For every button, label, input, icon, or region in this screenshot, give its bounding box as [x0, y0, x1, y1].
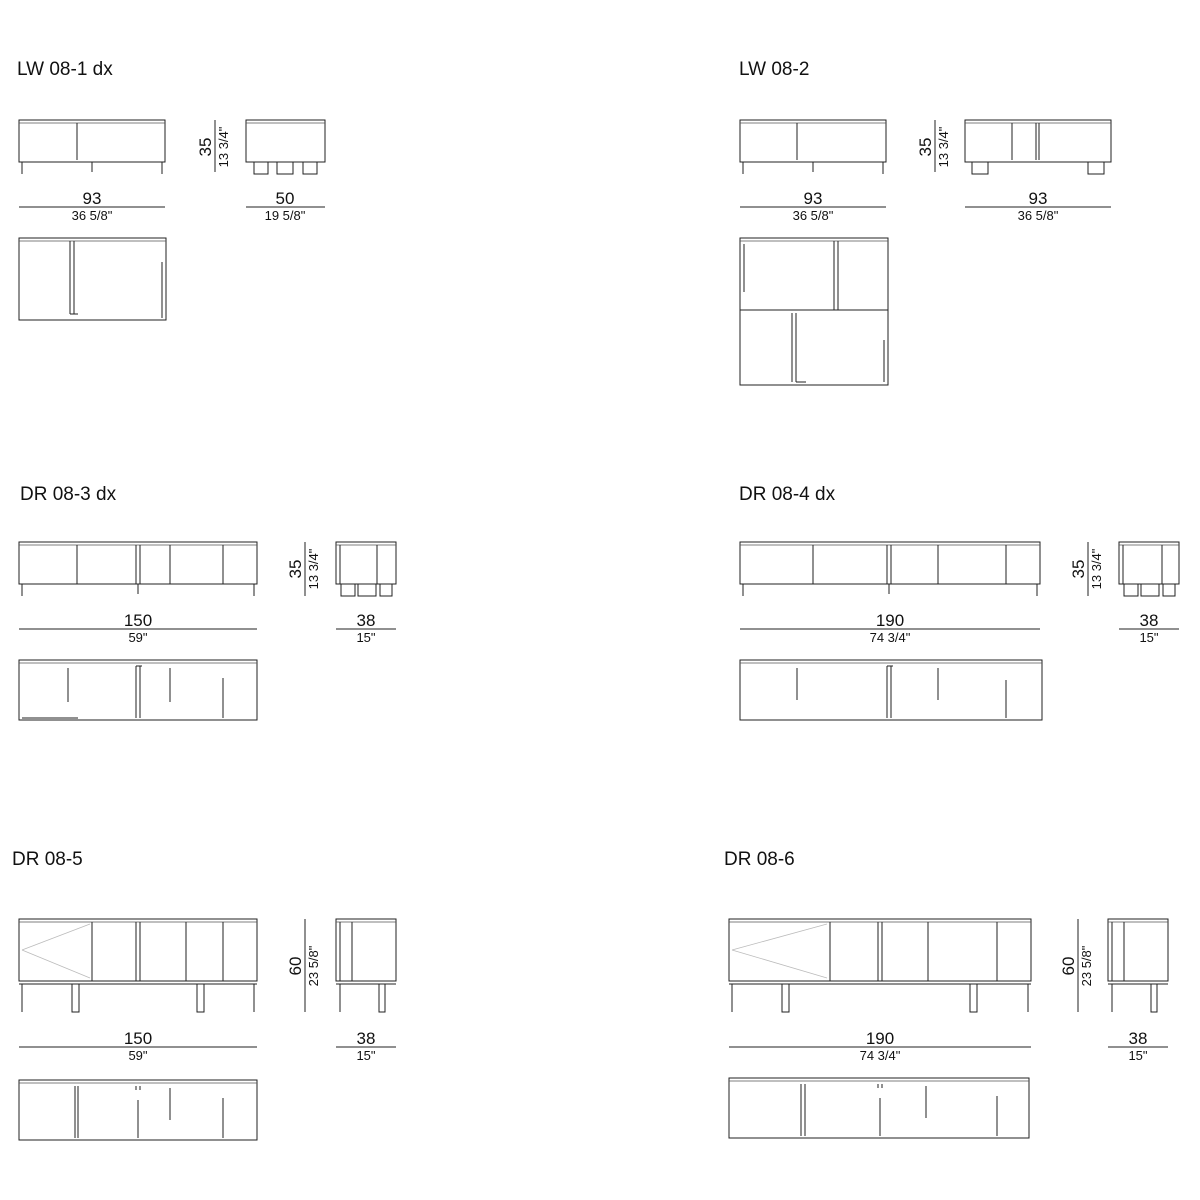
front-width-dimension: 93 36 5/8" [740, 189, 886, 223]
front-width-dimension: 150 59" [19, 1029, 257, 1063]
dimension-cm: 35 [1069, 560, 1088, 579]
dimension-inch: 23 5/8" [306, 945, 321, 986]
front-view [739, 541, 1041, 596]
front-view [739, 119, 887, 174]
top-view [18, 1079, 258, 1141]
height-dimension: 60 23 5/8" [286, 919, 321, 1012]
dimension-cm: 190 [876, 611, 904, 630]
dimension-inch: 13 3/4" [1089, 548, 1104, 589]
dimension-inch: 15" [1128, 1048, 1147, 1063]
product-lw-08-1-dx: LW 08-1 dx 93 36 5/8" 35 13 3/4" [17, 59, 326, 321]
side-view [335, 918, 397, 1013]
height-dimension: 60 23 5/8" [1059, 919, 1094, 1012]
dimension-cm: 60 [1059, 957, 1078, 976]
side-width-dimension: 50 19 5/8" [246, 189, 325, 223]
height-dimension: 35 13 3/4" [196, 120, 231, 172]
top-view [739, 659, 1043, 721]
product-title: DR 08-3 dx [20, 484, 117, 505]
height-dimension: 35 13 3/4" [916, 120, 951, 172]
product-dr-08-5: DR 08-5 150 59" 60 23 5/8" [12, 849, 397, 1141]
dimension-cm: 35 [286, 560, 305, 579]
top-view [728, 1077, 1030, 1139]
dimension-cm: 50 [276, 189, 295, 208]
front-view [18, 119, 166, 174]
front-width-dimension: 93 36 5/8" [19, 189, 165, 223]
dimension-cm: 60 [286, 957, 305, 976]
top-view [18, 659, 258, 721]
dimension-inch: 36 5/8" [793, 208, 834, 223]
height-dimension: 35 13 3/4" [286, 542, 321, 596]
side-view [964, 119, 1112, 175]
product-title: LW 08-1 dx [17, 59, 113, 80]
dimension-inch: 15" [356, 630, 375, 645]
top-view [18, 237, 167, 321]
dimension-cm: 190 [866, 1029, 894, 1048]
dimension-inch: 59" [128, 1048, 147, 1063]
front-view [18, 918, 258, 1013]
product-title: DR 08-6 [724, 849, 795, 870]
side-view [335, 541, 397, 597]
dimension-inch: 13 3/4" [216, 126, 231, 167]
dimension-cm: 38 [1129, 1029, 1148, 1048]
side-width-dimension: 38 15" [336, 611, 396, 645]
dimension-cm: 35 [916, 138, 935, 157]
dimension-inch: 74 3/4" [860, 1048, 901, 1063]
side-width-dimension: 38 15" [1119, 611, 1179, 645]
dimension-inch: 15" [356, 1048, 375, 1063]
dimension-inch: 23 5/8" [1079, 945, 1094, 986]
dimension-cm: 38 [1140, 611, 1159, 630]
dimension-cm: 35 [196, 138, 215, 157]
dimension-cm: 150 [124, 611, 152, 630]
dimension-inch: 74 3/4" [870, 630, 911, 645]
side-view [245, 119, 326, 175]
dimension-cm: 93 [83, 189, 102, 208]
front-view [728, 918, 1032, 1013]
dimension-inch: 59" [128, 630, 147, 645]
top-view [739, 237, 889, 386]
side-width-dimension: 38 15" [336, 1029, 396, 1063]
dimension-cm: 38 [357, 611, 376, 630]
product-title: DR 08-5 [12, 849, 83, 870]
side-view [1118, 541, 1180, 597]
product-dr-08-4-dx: DR 08-4 dx 190 74 3/4" 35 13 3/4" [739, 484, 1180, 721]
front-view [18, 541, 258, 596]
product-dr-08-3-dx: DR 08-3 dx 150 59" 35 13 3/4" [18, 484, 397, 721]
product-title: LW 08-2 [739, 59, 809, 80]
dimension-inch: 36 5/8" [72, 208, 113, 223]
front-width-dimension: 150 59" [19, 611, 257, 645]
front-width-dimension: 190 74 3/4" [740, 611, 1040, 645]
side-width-dimension: 93 36 5/8" [965, 189, 1111, 223]
front-width-dimension: 190 74 3/4" [729, 1029, 1031, 1063]
product-dr-08-6: DR 08-6 190 74 3/4" 60 23 5/8" [724, 849, 1169, 1139]
dimension-inch: 15" [1139, 630, 1158, 645]
side-width-dimension: 38 15" [1108, 1029, 1168, 1063]
dimension-cm: 150 [124, 1029, 152, 1048]
dimension-inch: 13 3/4" [936, 126, 951, 167]
side-view [1107, 918, 1169, 1013]
dimension-cm: 38 [357, 1029, 376, 1048]
height-dimension: 35 13 3/4" [1069, 542, 1104, 596]
dimension-inch: 19 5/8" [265, 208, 306, 223]
product-title: DR 08-4 dx [739, 484, 836, 505]
dimension-inch: 36 5/8" [1018, 208, 1059, 223]
product-lw-08-2: LW 08-2 93 36 5/8" 35 13 3/4" [739, 59, 1112, 386]
dimension-cm: 93 [804, 189, 823, 208]
dimension-cm: 93 [1029, 189, 1048, 208]
dimension-inch: 13 3/4" [306, 548, 321, 589]
